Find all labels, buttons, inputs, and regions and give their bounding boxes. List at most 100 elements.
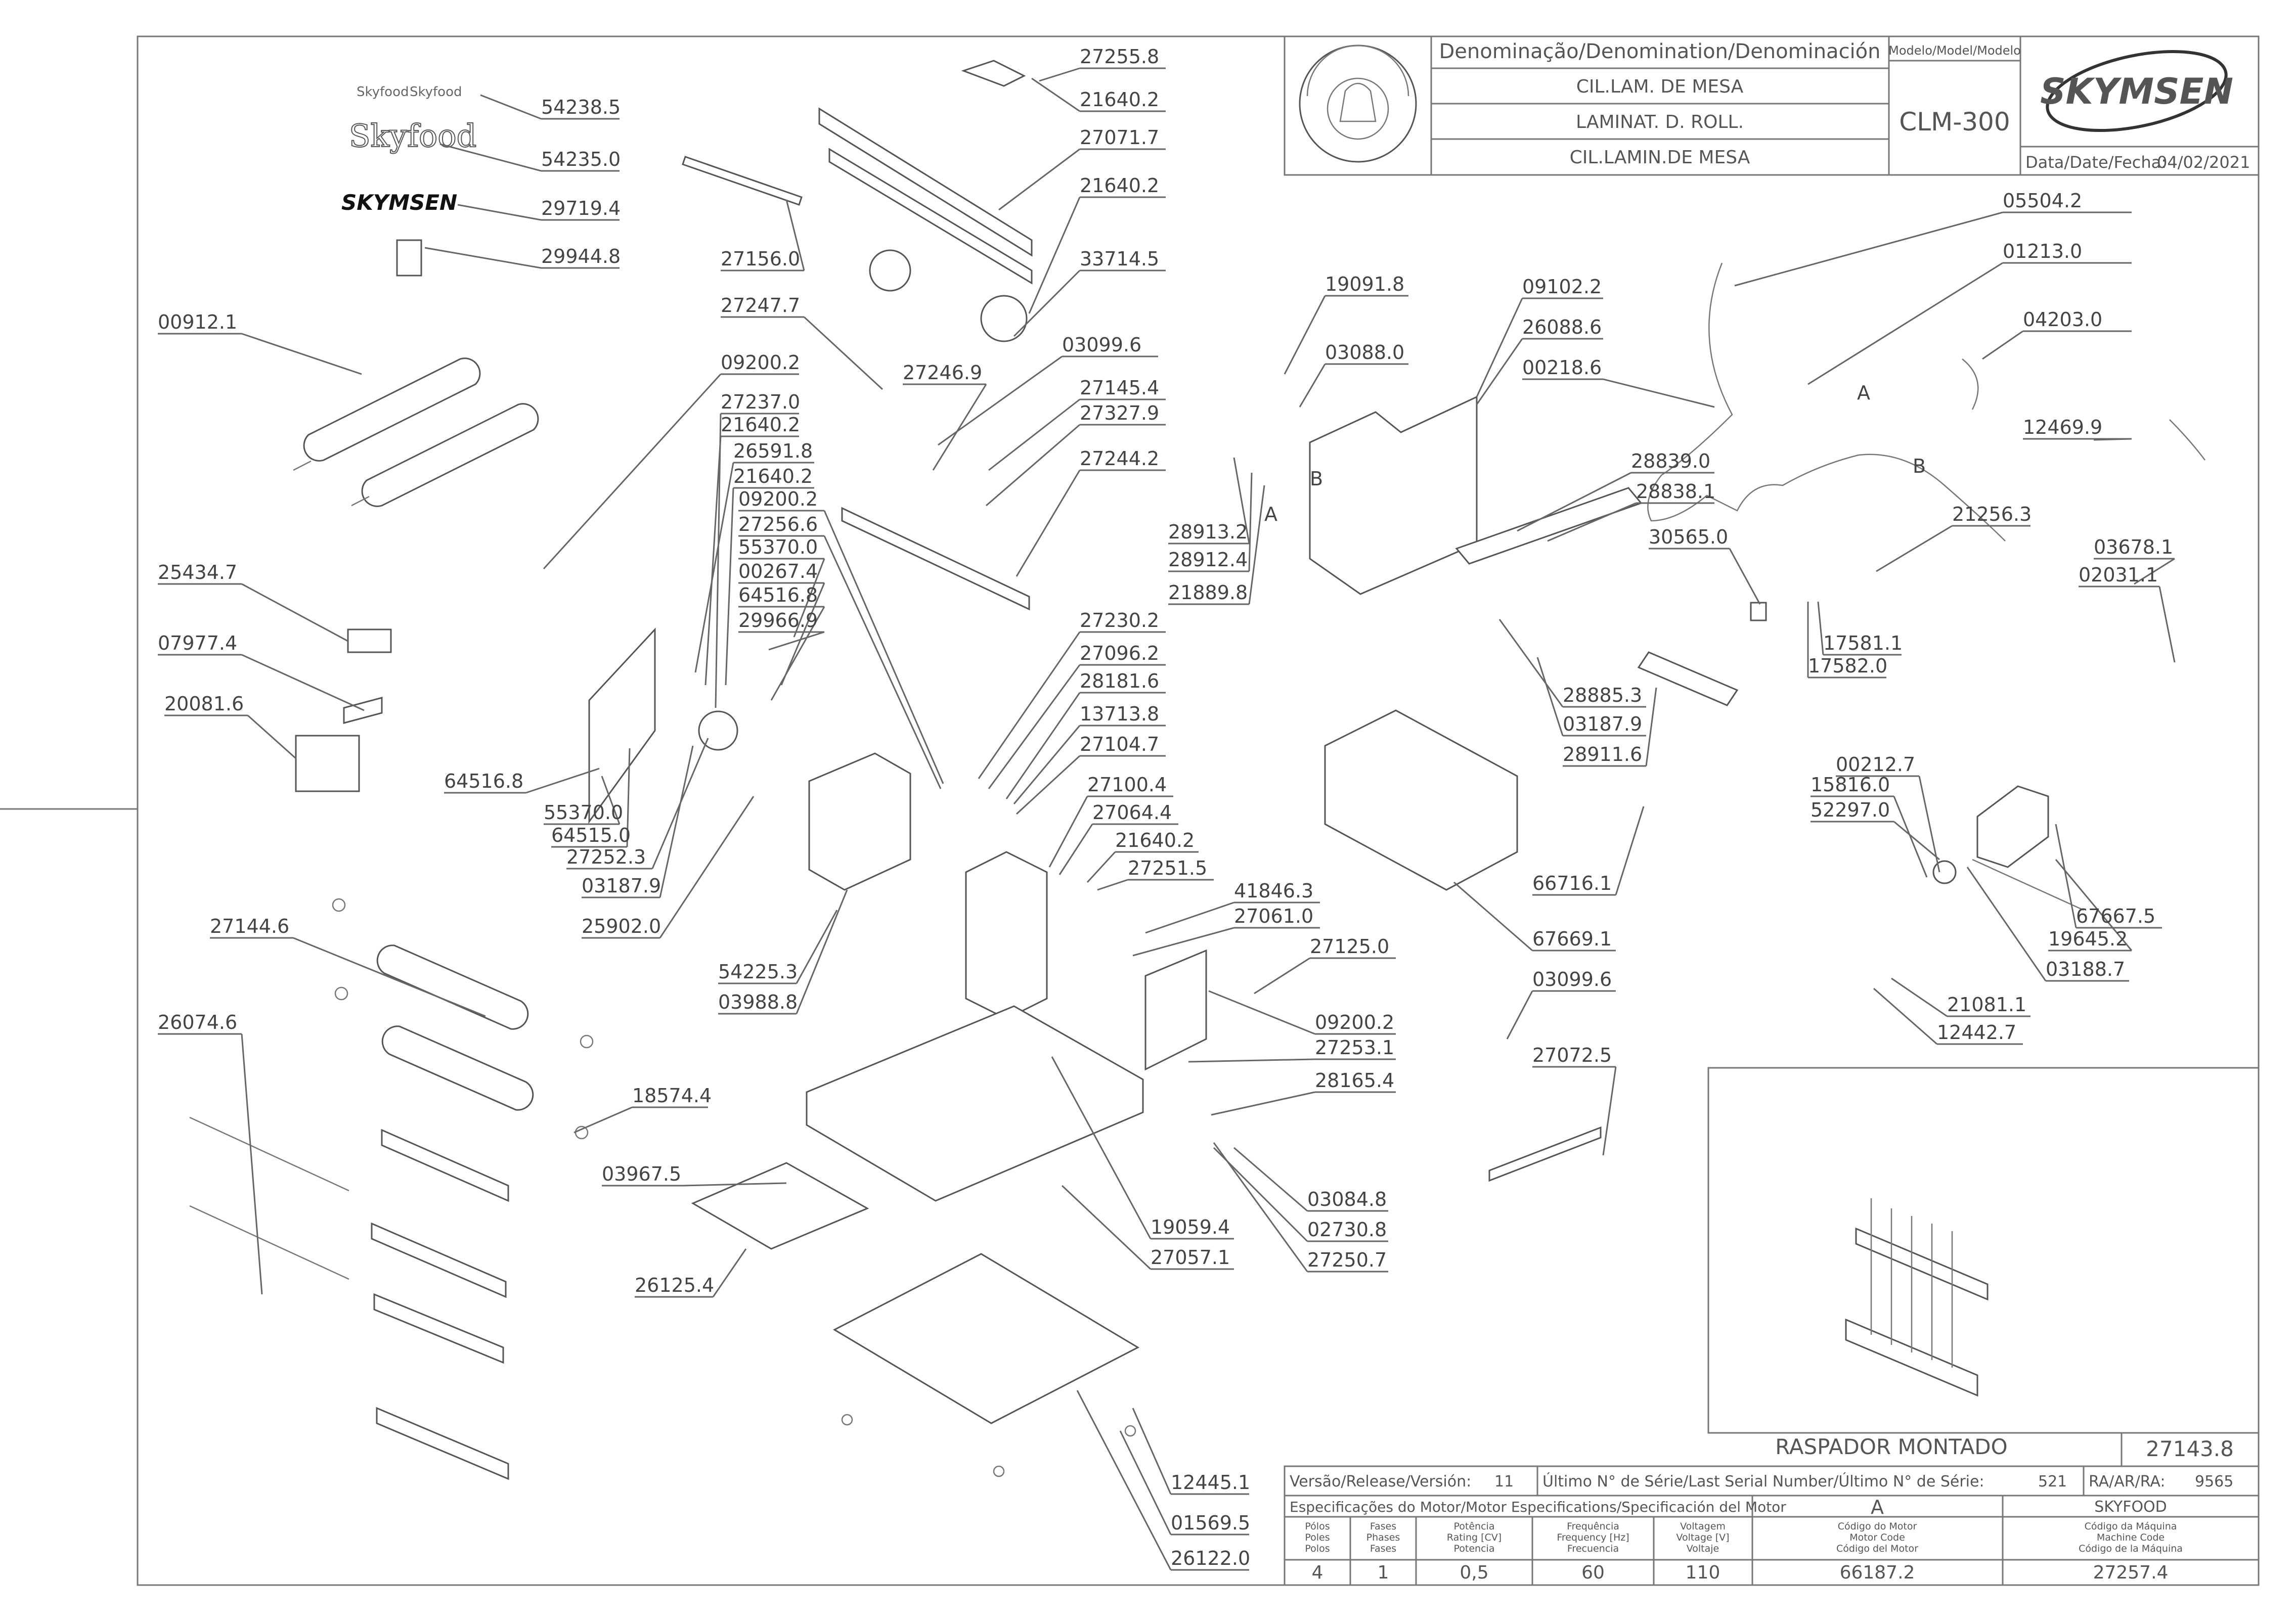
part-number-label: 03187.9 (1563, 713, 1642, 735)
part-number-label: 19645.2 (2048, 928, 2128, 950)
scraper-upper-a (381, 1129, 509, 1202)
part-number-label: 64516.8 (444, 770, 523, 792)
leader-line (785, 199, 805, 271)
arrow-callouts: A B A B (1264, 382, 1926, 525)
sprocket-mid (980, 295, 1028, 342)
leader-line (1005, 692, 1081, 799)
part-number-label: 26074.6 (158, 1011, 237, 1033)
part-number-label: 13713.8 (1080, 703, 1159, 725)
brand-logo: SKYMSEN (2040, 50, 2233, 132)
part-number-label: 03988.8 (718, 991, 798, 1013)
leader-line (986, 424, 1080, 507)
rod-26074-a (189, 1116, 349, 1192)
part-number-label: 55370.0 (738, 536, 818, 558)
adjustment-bar (841, 507, 1030, 611)
spec-column-header-line: Voltaje (1687, 1543, 1719, 1554)
part-number-label: 27247.7 (721, 294, 800, 317)
part-number-label: 20081.6 (164, 693, 244, 715)
leader-line (694, 462, 734, 673)
leader-line (1817, 601, 1824, 655)
part-number-label: 28839.0 (1631, 450, 1710, 472)
leader-line (659, 745, 694, 898)
part-number-label: 27250.7 (1307, 1249, 1387, 1271)
spec-column-header-line: Potência (1454, 1521, 1495, 1532)
leader-line (1061, 1185, 1152, 1270)
part-number-label: 09102.2 (1522, 276, 1602, 298)
gear-housing (808, 752, 911, 891)
leader-line (770, 606, 825, 701)
leader-line (988, 664, 1081, 789)
part-number-label: 21640.2 (1080, 174, 1159, 197)
spec-column-header-line: Voltage [V] (1676, 1532, 1729, 1543)
leader-line (1876, 525, 1953, 572)
spec-voltage: 110 (1686, 1562, 1720, 1583)
leader-line (1506, 990, 1533, 1040)
spec-column-header-line: Potencia (1454, 1543, 1495, 1554)
leader-line (1132, 1408, 1172, 1495)
leader-line (1188, 1058, 1315, 1063)
leader-line (480, 94, 542, 120)
part-number-label: 19059.4 (1151, 1216, 1230, 1238)
part-number-label: 17581.1 (1823, 632, 1903, 654)
part-number-label: 29944.8 (541, 245, 621, 267)
leader-line (725, 487, 734, 686)
leader-line (1966, 867, 2047, 981)
part-number-label: 17582.0 (1808, 655, 1887, 677)
motor-housing (1324, 709, 1518, 891)
part-number-label: 41846.3 (1234, 880, 1313, 902)
leader-line (424, 247, 542, 269)
leader-line (1893, 821, 1940, 861)
part-number-label: 21640.2 (1115, 829, 1195, 851)
part-number-label: 27071.7 (1080, 126, 1159, 149)
leader-line (1028, 197, 1081, 314)
roller-pair-main (332, 898, 594, 1140)
leader-line (1536, 657, 1564, 736)
part-number-label: 28165.4 (1315, 1069, 1394, 1092)
machine-base (806, 1005, 1144, 1202)
part-number-label: 02031.1 (2079, 564, 2158, 586)
part-number-label: 27144.6 (210, 915, 289, 937)
part-number-label: 00218.6 (1522, 356, 1602, 379)
skyfood-logo: Skyfood (349, 117, 476, 154)
part-number-label: 54238.5 (541, 96, 621, 118)
leader-line (682, 1182, 787, 1187)
leader-line (2055, 824, 2077, 928)
leader-line (1982, 330, 2023, 360)
leader-line (1498, 619, 1564, 707)
bottom-plate (832, 1253, 1140, 1424)
part-number-label: 00212.7 (1836, 753, 1915, 776)
part-number-label: 27156.0 (721, 248, 800, 270)
leader-line (2158, 586, 2176, 663)
leader-line (1119, 1430, 1172, 1535)
leader-line (1051, 1056, 1152, 1239)
part-number-label: 26125.4 (635, 1274, 714, 1296)
leader-line (659, 796, 755, 938)
spec-poles: 4 (1312, 1562, 1323, 1583)
part-number-label: 33714.5 (1080, 248, 1159, 270)
small-skyfood-logo-a: Skyfood (357, 84, 409, 100)
motor-spec-column-headers: PólosPolesPolosFasesPhasesFasesPotênciaR… (1305, 1521, 2183, 1554)
leader-line (573, 1106, 633, 1134)
leader-line (1013, 725, 1081, 804)
skymsen-logo: SKYMSEN (341, 190, 457, 215)
part-number-label: 27327.9 (1080, 402, 1159, 424)
brand-logo-text: SKYMSEN (2040, 71, 2233, 112)
inset-scraper-drawing (1845, 1198, 1989, 1397)
part-number-label: 03967.5 (602, 1163, 681, 1185)
leader-line (704, 436, 722, 686)
part-number-label: 18574.4 (632, 1085, 712, 1107)
leader-line (241, 583, 348, 642)
part-number-label: 25434.7 (158, 561, 237, 583)
part-number-label: 27237.0 (721, 391, 800, 413)
leader-line (1048, 796, 1088, 868)
part-number-label: 21640.2 (721, 414, 800, 436)
spec-rating: 0,5 (1460, 1562, 1488, 1583)
leader-line (1807, 262, 2003, 385)
model-name: CLM-300 (1899, 107, 2010, 137)
leader-line (1254, 957, 1310, 995)
part-number-label: 12469.9 (2023, 416, 2102, 438)
rod-67667 (1972, 859, 2084, 911)
part-number-label: 03678.1 (2094, 536, 2173, 558)
leader-line (1013, 269, 1081, 337)
leader-line (241, 333, 362, 375)
